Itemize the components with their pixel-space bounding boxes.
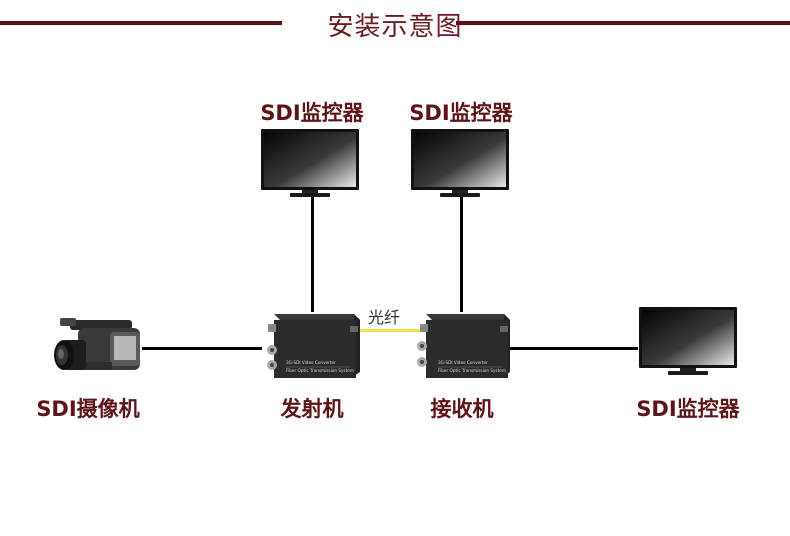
transmitter-label: 发射机 (280, 397, 344, 421)
transmitter-subtitle-text: Fiber Optic Transmission System (286, 368, 354, 373)
header-line-left (0, 21, 282, 25)
receiver-model-text: 3G-SDI Video Converter (438, 360, 488, 365)
wire-receiver-to-monitor (460, 196, 463, 312)
monitor-top-right-label: SDI监控器 (409, 101, 513, 125)
camera-icon (54, 318, 140, 370)
receiver-box: 3G-SDI Video Converter Fiber Optic Trans… (417, 314, 510, 378)
monitor-top-left (260, 128, 360, 198)
monitor-top-left-label: SDI监控器 (260, 101, 364, 125)
fiber-label: 光纤 (368, 308, 401, 327)
monitor-icon (411, 129, 509, 197)
transmitter-model-text: 3G-SDI Video Converter (286, 360, 336, 365)
receiver-label: 接收机 (430, 397, 494, 421)
header-line-right (456, 21, 790, 25)
transmitter-box: 3G-SDI Video Converter Fiber Optic Trans… (267, 314, 360, 378)
receiver: 3G-SDI Video Converter Fiber Optic Trans… (412, 310, 512, 382)
monitor-right (638, 306, 738, 376)
wire-receiver-to-monitor-right (510, 347, 638, 350)
wire-camera-to-transmitter (142, 347, 262, 350)
fiber-line (358, 329, 422, 332)
transmitter: 3G-SDI Video Converter Fiber Optic Trans… (264, 310, 360, 382)
diagram-title: 安装示意图 (327, 12, 463, 42)
monitor-right-label: SDI监控器 (636, 397, 740, 421)
monitor-icon (261, 129, 359, 197)
receiver-subtitle-text: Fiber Optic Transmission System (438, 368, 506, 373)
camera-label: SDI摄像机 (36, 397, 140, 421)
camera (50, 314, 146, 380)
wire-transmitter-to-monitor (311, 196, 314, 312)
monitor-icon (639, 307, 737, 375)
monitor-top-right (410, 128, 510, 198)
